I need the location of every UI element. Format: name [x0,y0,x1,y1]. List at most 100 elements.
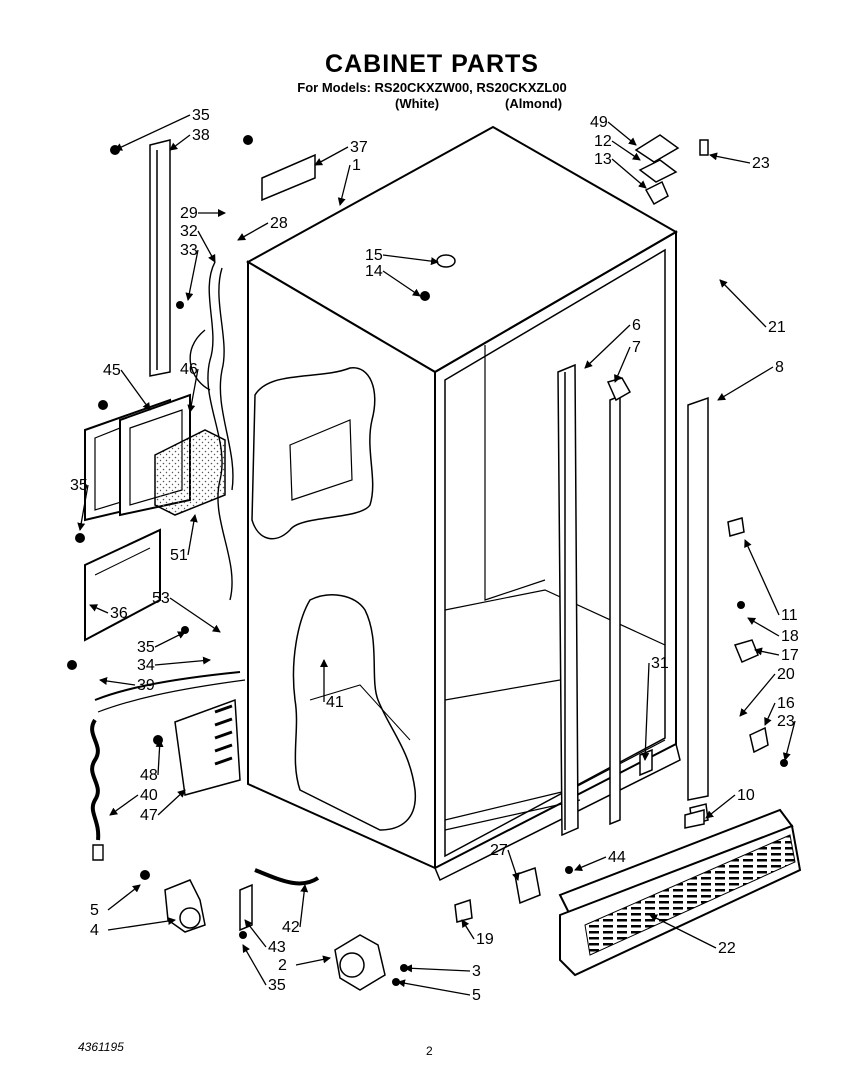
callout-leader [299,884,309,928]
callout-label: 27 [490,842,508,859]
callout-1: 1 [337,157,361,206]
callout-43: 43 [244,919,286,956]
callout-label: 31 [651,655,669,672]
callout-leader [382,254,439,266]
callout-label: 23 [752,155,770,172]
callout-53: 53 [152,590,221,633]
callout-2: 2 [278,955,331,974]
callout-label: 42 [282,919,300,936]
callout-leader [109,794,139,816]
callout-leader [717,366,774,401]
callout-label: 35 [268,977,286,994]
callout-leader [782,720,796,761]
callout-label: 5 [90,902,99,919]
callout-label: 8 [775,359,784,376]
callout-label: 35 [137,639,155,656]
callout-label: 7 [632,339,641,356]
callout-leader [242,944,267,986]
callout-label: 2 [278,957,287,974]
callout-39: 39 [99,677,155,694]
callout-leader [337,164,351,206]
models-line: For Models: RS20CKXZW00, RS20CKXZL00 [297,80,567,95]
callout-leader [107,917,176,931]
callout-label: 47 [140,807,158,824]
callout-label: 29 [180,205,198,222]
callout-leader [744,539,780,616]
callout-leader [155,739,164,776]
callout-label: 13 [594,151,612,168]
hinge-assembly-top [634,134,709,206]
callout-17: 17 [754,647,799,664]
callout-label: 44 [608,849,626,866]
callout-leader [197,230,216,263]
callout-label: 5 [472,987,481,1004]
callout-leader [237,222,269,241]
variant-white: (White) [395,96,440,111]
callout-35: 35 [137,631,186,656]
callout-label: 33 [180,242,198,259]
callout-38: 38 [169,127,210,151]
callout-label: 4 [90,922,99,939]
callout-20: 20 [739,666,795,717]
callout-44: 44 [574,849,626,871]
callout-leader [461,919,475,940]
callout-leader [169,134,191,151]
callout-21: 21 [719,279,786,336]
callout-45: 45 [103,362,151,411]
callout-51: 51 [170,514,198,564]
callout-29: 29 [180,205,226,222]
callout-label: 51 [170,547,188,564]
callout-leader [244,919,267,948]
callout-leader [614,346,631,383]
document-number: 4361195 [78,1040,124,1054]
callout-leader [382,270,421,297]
callout-label: 12 [594,133,612,150]
callout-14: 14 [365,263,421,297]
callout-label: 15 [365,247,383,264]
callout-33: 33 [180,242,199,301]
callout-label: 17 [781,647,799,664]
callout-leader [754,647,780,656]
callout-label: 38 [192,127,210,144]
callout-leader [739,673,776,717]
callout-leader [611,158,647,189]
callout-label: 39 [137,677,155,694]
callout-5: 5 [397,979,481,1004]
callout-leader [397,979,471,996]
callout-47: 47 [140,789,186,824]
callout-40: 40 [109,787,158,816]
evaporator-cover-panels [84,393,226,642]
callout-label: 32 [180,223,198,240]
callout-label: 40 [140,787,158,804]
callout-37: 37 [314,139,368,166]
callout-32: 32 [180,223,216,263]
callout-label: 23 [777,713,795,730]
page-number: 2 [426,1044,433,1058]
callout-label: 43 [268,939,286,956]
callout-label: 35 [192,107,210,124]
callout-label: 28 [270,215,288,232]
callout-13: 13 [594,151,647,189]
callout-5: 5 [90,884,141,919]
callout-49: 49 [590,114,637,146]
callout-48: 48 [140,739,164,784]
callout-leader [114,114,191,151]
callout-16: 16 [764,695,795,726]
callout-35: 35 [242,944,286,994]
callout-35: 35 [70,477,89,531]
callout-leader [157,789,186,816]
callout-leader [187,514,198,556]
callout-8: 8 [717,359,784,401]
callout-leader [404,964,471,973]
wiring-harness [90,261,246,861]
callout-leader [107,884,141,911]
callout-6: 6 [584,317,641,369]
callout-label: 11 [781,607,798,624]
callout-35: 35 [114,107,210,151]
callout-19: 19 [461,919,494,948]
callout-leader [154,631,186,648]
callout-41: 41 [320,659,344,711]
